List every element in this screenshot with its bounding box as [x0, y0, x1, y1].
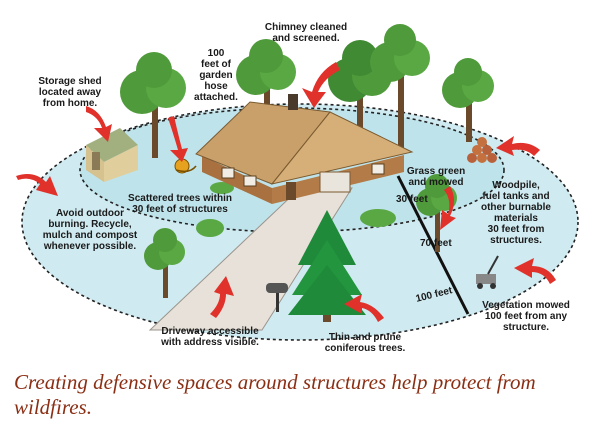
garage-door: [319, 171, 351, 193]
callout-arrows: [16, 62, 556, 322]
label-vegetation-mowed: Vegetation mowed 100 feet from any struc…: [482, 300, 570, 333]
house: [195, 94, 414, 204]
window: [221, 167, 235, 179]
deciduous-tree: [370, 24, 430, 152]
arrow-vegetation: [514, 258, 556, 284]
arrow-hose: [168, 116, 188, 162]
arrow-grass: [440, 186, 456, 230]
label-scattered-trees: Scattered trees within 30 feet of struct…: [128, 193, 232, 215]
lawn-mower: [476, 255, 499, 289]
arrow-woodpile: [496, 136, 540, 156]
deciduous-tree: [120, 52, 186, 158]
shrub: [210, 182, 234, 194]
arrow-burning: [16, 174, 58, 196]
front-door: [286, 182, 296, 200]
shrub: [360, 209, 396, 227]
label-prune-conifers: Thin and prune coniferous trees.: [324, 332, 406, 354]
deciduous-tree: [144, 228, 185, 298]
label-outdoor-burning: Avoid outdoor burning. Recycle, mulch an…: [42, 208, 138, 252]
arrow-prune: [344, 294, 384, 322]
illustration: [16, 24, 579, 341]
distance-30-feet: 30 feet: [396, 194, 428, 205]
shrub: [196, 219, 224, 237]
arrow-chimney: [302, 62, 340, 108]
label-driveway: Driveway accessible with address visible…: [161, 326, 259, 348]
window: [371, 163, 385, 175]
arrow-shed: [86, 106, 112, 142]
arrow-driveway: [210, 276, 234, 318]
label-woodpile: Woodpile, fuel tanks and other burnable …: [480, 180, 551, 246]
distance-line: [396, 175, 470, 315]
deciduous-tree: [442, 58, 494, 142]
distance-70-feet: 70 feet: [420, 238, 452, 249]
storage-shed: [86, 128, 138, 182]
label-garden-hose: 100 feet of garden hose attached.: [194, 48, 238, 103]
label-grass: Grass green and mowed: [406, 166, 466, 188]
window: [243, 175, 257, 187]
label-storage-shed: Storage shed located away from home.: [38, 76, 102, 109]
woodpile: [467, 137, 497, 163]
caption: Creating defensive spaces around structu…: [14, 370, 536, 419]
mailbox: [266, 283, 288, 312]
chimney: [288, 94, 298, 110]
label-chimney: Chimney cleaned and screened.: [264, 22, 348, 44]
deciduous-tree: [236, 39, 296, 118]
coniferous-tree: [288, 210, 366, 322]
